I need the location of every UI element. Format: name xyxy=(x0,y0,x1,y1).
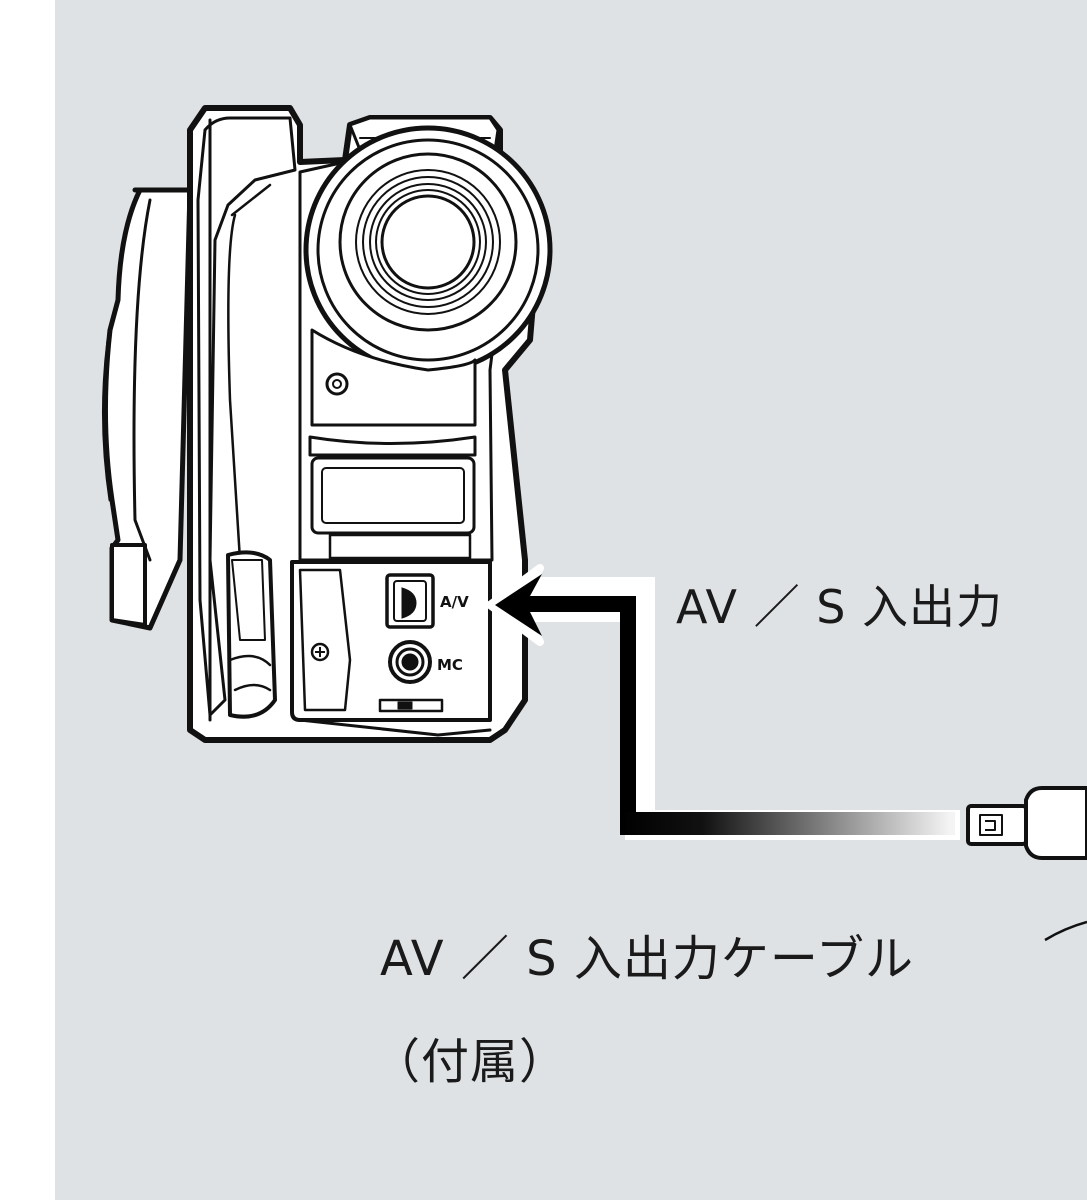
mc-port-label: MC xyxy=(437,656,463,674)
leader-line xyxy=(1044,920,1087,942)
cable-plug xyxy=(966,786,1087,860)
av-s-jack-label: AV ／ S 入出力 xyxy=(676,580,1004,634)
av-port-label: A/V xyxy=(440,593,469,611)
av-s-cable xyxy=(495,574,960,840)
av-jack[interactable] xyxy=(385,573,435,629)
av-s-cable-label: AV ／ S 入出力ケーブル xyxy=(380,931,914,987)
cable-included-note: （付属） xyxy=(372,1034,569,1090)
camcorder xyxy=(101,105,553,743)
screw-icon xyxy=(310,642,330,662)
mc-jack[interactable] xyxy=(388,640,432,684)
